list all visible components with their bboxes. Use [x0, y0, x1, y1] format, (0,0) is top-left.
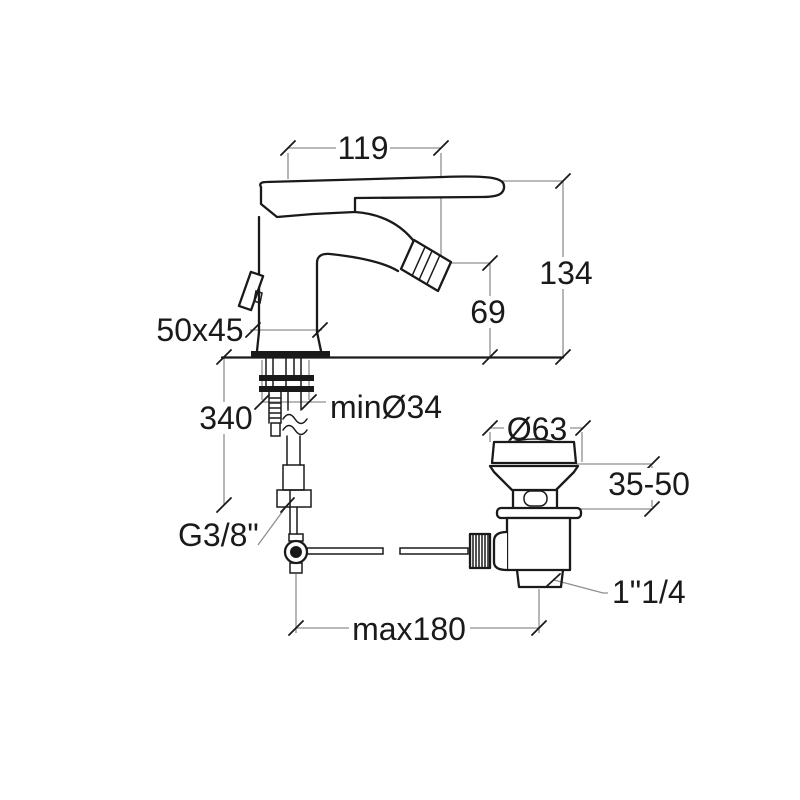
waste-plug-cap-dome — [511, 438, 557, 443]
undercounter-group — [259, 357, 469, 574]
dim-label-340: 340 — [199, 400, 252, 436]
dim-label-g38: G3/8" — [178, 517, 259, 553]
dim-total-height: 134 — [468, 173, 593, 365]
dim-min-hole: minØ34 — [254, 360, 442, 425]
mounting-washer — [259, 375, 314, 381]
dimension-layer: 119 134 69 50x45 340 — [156, 130, 694, 647]
dim-label-69: 69 — [470, 294, 506, 330]
faucet-group — [220, 175, 565, 359]
dim-rod-reach: max180 — [288, 574, 547, 647]
hose-nut-g38 — [276, 489, 312, 508]
faucet-base-gasket — [251, 351, 330, 358]
faucet-base-sides — [255, 330, 323, 353]
dim-base-section: 50x45 — [156, 312, 328, 348]
mounting-stud — [268, 391, 282, 424]
dim-label-50x45: 50x45 — [156, 312, 243, 348]
waste-plug-cap — [490, 440, 578, 465]
popup-knob-stem — [253, 290, 263, 304]
dim-label-119: 119 — [337, 130, 388, 166]
dim-label-min-d34: minØ34 — [330, 389, 442, 425]
hose-coupling — [282, 464, 305, 491]
hose-lower — [286, 435, 301, 466]
waste-knurl-ribs — [472, 533, 489, 569]
dim-spout-projection: 119 — [280, 130, 449, 262]
faucet-spout-outer — [353, 210, 418, 246]
waste-group — [468, 438, 583, 589]
dim-hose-length: 340 — [199, 349, 253, 513]
dim-label-3550: 35-50 — [608, 466, 690, 502]
mounting-nut — [259, 386, 314, 392]
aerator-ribs — [411, 246, 441, 285]
mounting-stud-tip — [270, 422, 281, 437]
waste-side-port — [492, 530, 509, 572]
dim-waste-thread: 1"1/4 — [546, 573, 686, 610]
dim-label-max180: max180 — [352, 611, 466, 647]
waste-flange-funnel — [488, 464, 580, 492]
waste-lower-flange — [495, 506, 583, 520]
dim-deck-thickness: 35-50 — [560, 456, 694, 517]
popup-rod-vertical — [289, 506, 298, 535]
mounting-shank-lines — [265, 357, 302, 387]
waste-neck — [511, 488, 559, 510]
hose-break-symbol — [282, 413, 308, 436]
waste-body — [505, 516, 572, 572]
dim-spout-height: 69 — [443, 255, 510, 365]
dim-label-134: 134 — [539, 255, 592, 291]
hose-upper — [287, 391, 302, 411]
popup-rod-horizontal-1 — [306, 547, 384, 555]
popup-rod-stub — [289, 562, 303, 574]
faucet-spout-inner — [315, 252, 400, 334]
popup-rod-horizontal-2 — [399, 547, 469, 555]
popup-rod-ball — [290, 546, 302, 558]
dim-label-114: 1"1/4 — [612, 574, 686, 610]
popup-knob — [237, 270, 265, 312]
dim-inlet-thread: G3/8" — [178, 497, 295, 553]
faucet-handle — [259, 175, 506, 219]
waste-tailpiece — [515, 568, 565, 589]
waste-rod-hole — [523, 490, 548, 507]
